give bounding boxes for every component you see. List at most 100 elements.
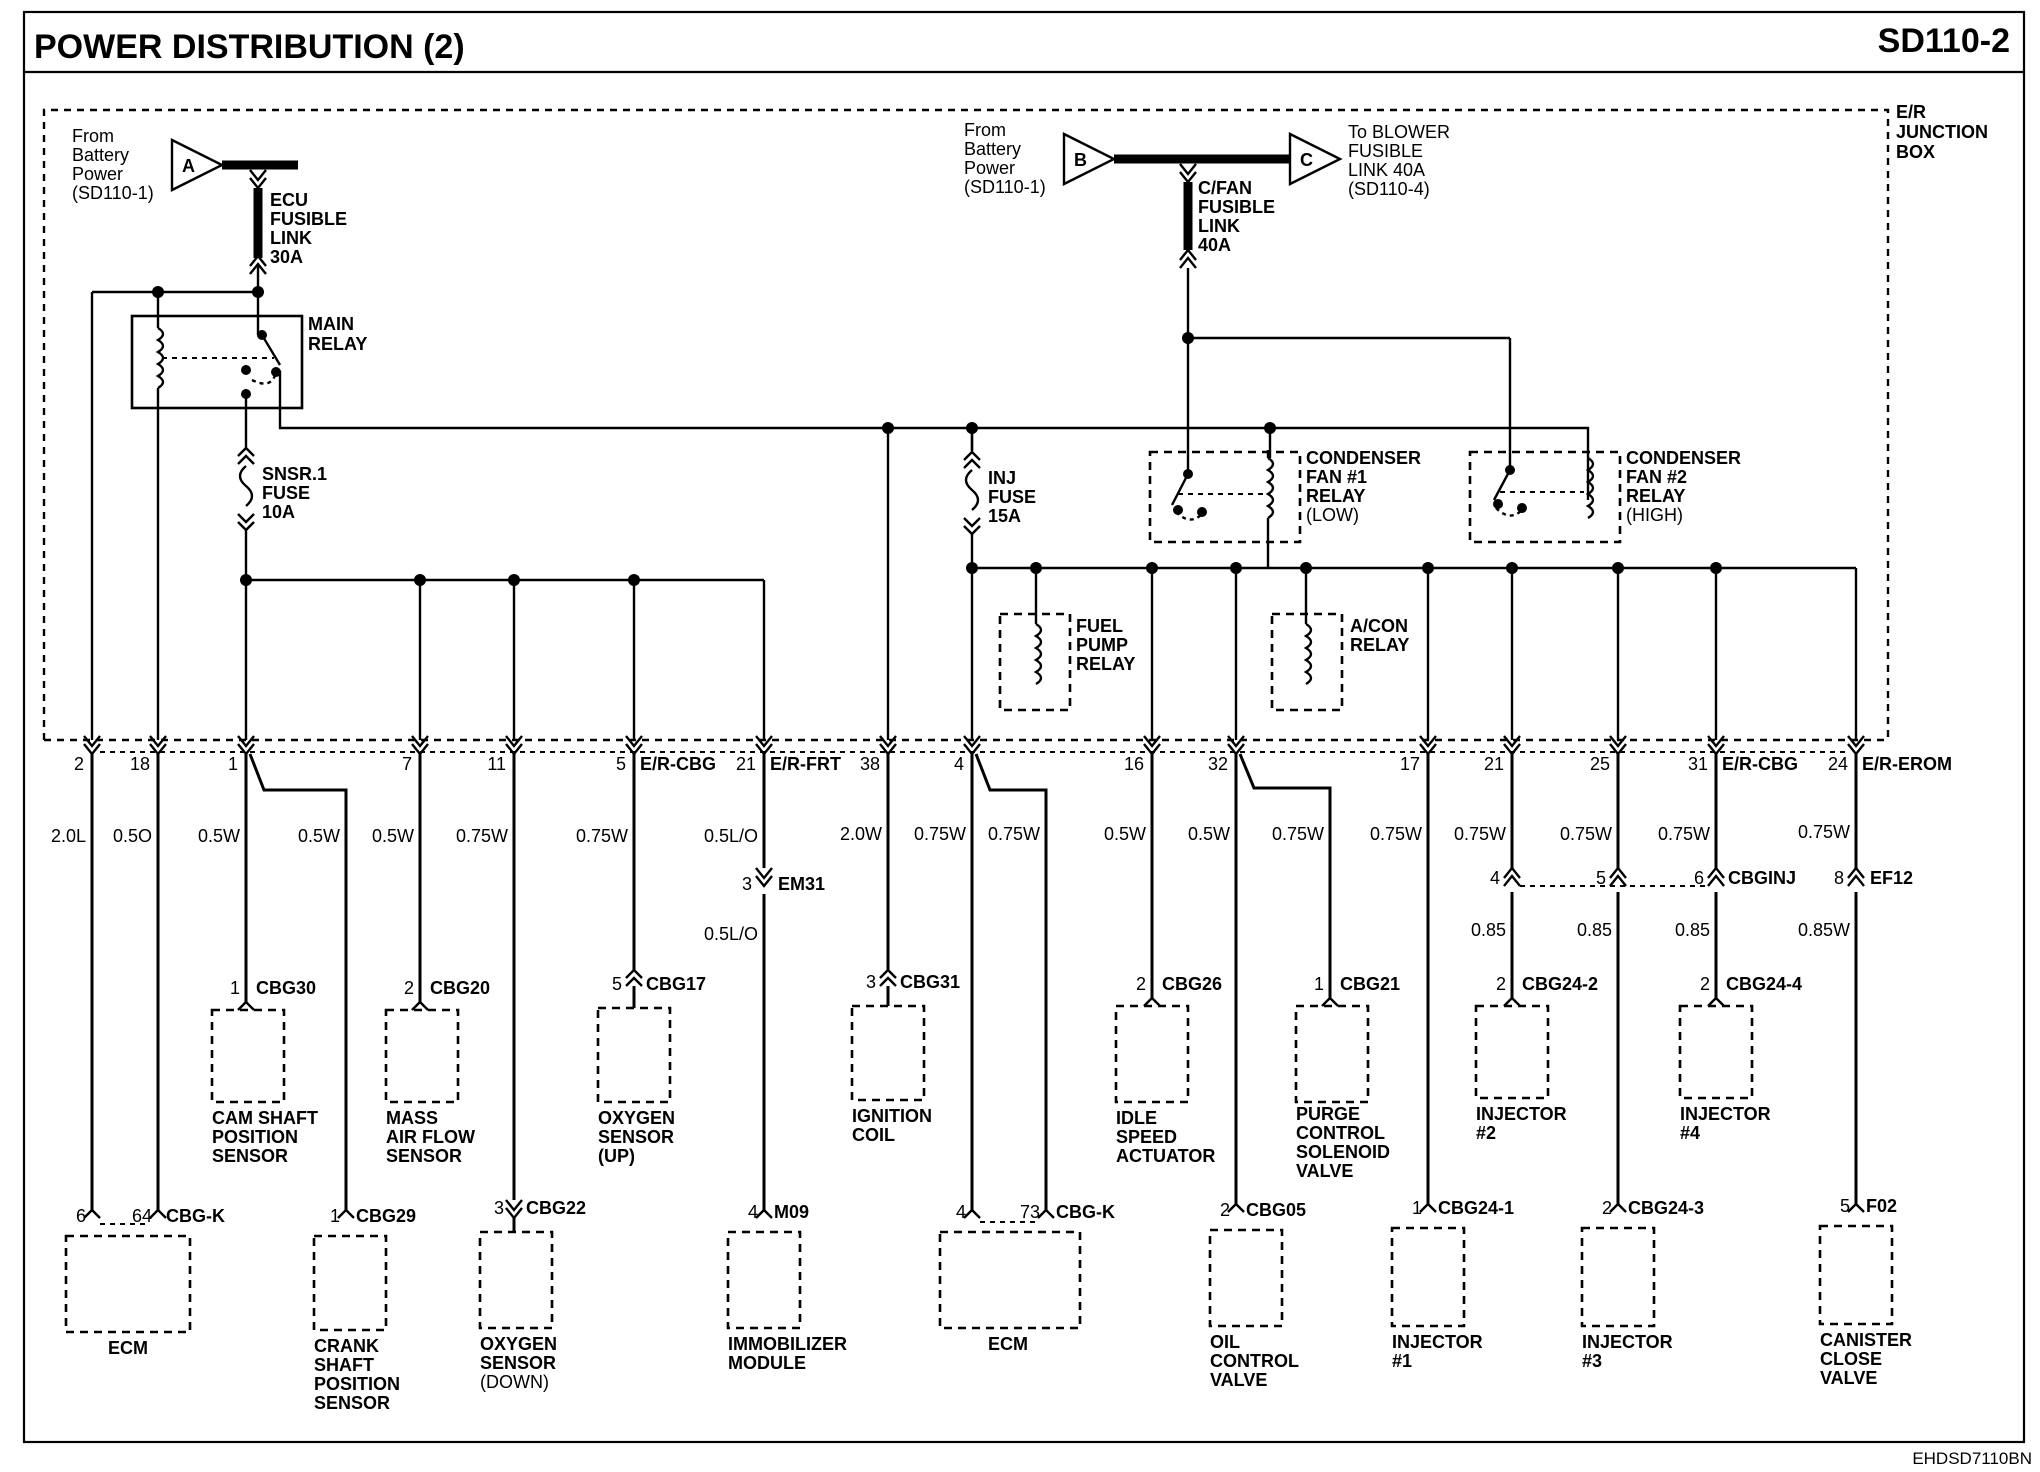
svg-text:E/R-EROM: E/R-EROM: [1862, 754, 1952, 774]
svg-text:0.75W: 0.75W: [576, 826, 628, 846]
svg-text:CBG-K: CBG-K: [166, 1206, 225, 1226]
svg-text:ECM: ECM: [108, 1338, 148, 1358]
svg-text:2.0W: 2.0W: [840, 824, 882, 844]
svg-text:C: C: [1300, 150, 1313, 170]
svg-text:3: 3: [494, 1198, 504, 1218]
svg-text:0.5O: 0.5O: [113, 826, 152, 846]
svg-text:16: 16: [1124, 754, 1144, 774]
svg-text:EM31: EM31: [778, 874, 825, 894]
injector-4: 2 CBG24-4 INJECTOR#4: [1678, 974, 1802, 1143]
svg-text:RELAY: RELAY: [308, 334, 367, 354]
svg-text:INJECTOR#1: INJECTOR#1: [1392, 1332, 1483, 1371]
svg-text:CBG31: CBG31: [900, 972, 960, 992]
svg-text:0.75W: 0.75W: [1272, 824, 1324, 844]
svg-text:B: B: [1074, 150, 1087, 170]
svg-text:CBG21: CBG21: [1340, 974, 1400, 994]
svg-text:E/R-FRT: E/R-FRT: [770, 754, 841, 774]
wire-labels: 2.0L 0.5O 0.5W 0.5W 0.5W 0.75W 0.75W 0.5…: [51, 822, 1850, 944]
junction-box-boundary: [42, 108, 1890, 740]
svg-text:21: 21: [736, 754, 756, 774]
svg-text:(HIGH): (HIGH): [1626, 505, 1683, 525]
injector-1: 1 CBG24-1 INJECTOR#1: [1390, 1198, 1514, 1371]
harness-wires: [90, 753, 1858, 1212]
main-relay: MAIN RELAY: [130, 314, 367, 410]
svg-text:73: 73: [1020, 1202, 1040, 1222]
svg-text:6: 6: [1694, 868, 1704, 888]
svg-text:0.5W: 0.5W: [1104, 824, 1146, 844]
svg-text:3: 3: [742, 874, 752, 894]
svg-text:5: 5: [1840, 1196, 1850, 1216]
svg-text:CBG29: CBG29: [356, 1206, 416, 1226]
svg-text:INJECTOR#2: INJECTOR#2: [1476, 1104, 1567, 1143]
svg-text:21: 21: [1484, 754, 1504, 774]
injector-3: 2 CBG24-3 INJECTOR#3: [1580, 1198, 1704, 1371]
svg-text:CBG17: CBG17: [646, 974, 706, 994]
svg-text:7: 7: [402, 754, 412, 774]
page-code: SD110-2: [1878, 22, 2010, 60]
svg-text:E/R-CBG: E/R-CBG: [640, 754, 716, 774]
svg-text:5: 5: [616, 754, 626, 774]
svg-text:17: 17: [1400, 754, 1420, 774]
svg-text:0.75W: 0.75W: [914, 824, 966, 844]
svg-text:CBG05: CBG05: [1246, 1200, 1306, 1220]
svg-text:1: 1: [1314, 974, 1324, 994]
svg-text:31: 31: [1688, 754, 1708, 774]
ecm-left: 6 64 CBG-K ECM: [64, 1206, 225, 1358]
svg-text:F02: F02: [1866, 1196, 1897, 1216]
svg-text:CBGINJ: CBGINJ: [1728, 868, 1796, 888]
svg-text:(LOW): (LOW): [1306, 505, 1359, 525]
svg-text:0.75W: 0.75W: [1658, 824, 1710, 844]
svg-text:3: 3: [866, 972, 876, 992]
svg-text:1: 1: [1412, 1198, 1422, 1218]
connector-cbginj: 4 5 6 CBGINJ: [1490, 866, 1796, 888]
svg-text:0.5L/O: 0.5L/O: [704, 924, 758, 944]
svg-text:EF12: EF12: [1870, 868, 1913, 888]
svg-text:5: 5: [612, 974, 622, 994]
svg-text:INJECTOR#3: INJECTOR#3: [1582, 1332, 1673, 1371]
svg-text:CBG24-4: CBG24-4: [1726, 974, 1802, 994]
svg-text:2: 2: [1496, 974, 1506, 994]
svg-text:0.75W: 0.75W: [1560, 824, 1612, 844]
svg-text:2: 2: [1700, 974, 1710, 994]
svg-text:2: 2: [1136, 974, 1146, 994]
svg-text:18: 18: [130, 754, 150, 774]
svg-text:CBG24-1: CBG24-1: [1438, 1198, 1514, 1218]
svg-text:1: 1: [230, 978, 240, 998]
svg-text:4: 4: [1490, 868, 1500, 888]
svg-text:ECM: ECM: [988, 1334, 1028, 1354]
svg-text:0.75W: 0.75W: [1454, 824, 1506, 844]
svg-text:E/R-CBG: E/R-CBG: [1722, 754, 1798, 774]
connector-ef12: 8 EF12: [1834, 866, 1913, 888]
svg-text:38: 38: [860, 754, 880, 774]
